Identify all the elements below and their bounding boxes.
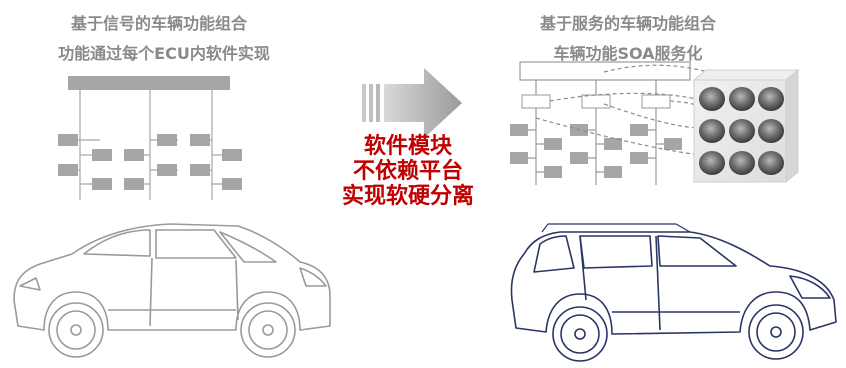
center-caption: 软件模块 不依赖平台 实现软硬分离	[318, 134, 498, 209]
left-ecu-block	[124, 149, 144, 161]
right-ecu-block	[570, 152, 588, 164]
right-gateway-box	[581, 94, 611, 109]
right-arrow-icon	[362, 68, 462, 138]
center-line-3: 实现软硬分离	[341, 184, 474, 209]
left-ecu-block	[92, 178, 112, 190]
suv-car-sketch-icon	[510, 223, 837, 362]
service-cube	[692, 68, 800, 184]
right-ecu-block	[604, 166, 622, 178]
left-ecu-block	[190, 134, 210, 146]
left-title: 基于信号的车辆功能组合	[70, 14, 247, 33]
left-signal-network	[58, 76, 242, 200]
center-line-1: 软件模块	[363, 134, 452, 159]
right-subtitle: 车辆功能SOA服务化	[553, 44, 703, 63]
left-ecu-block	[58, 134, 78, 146]
right-gateway-box	[641, 94, 671, 109]
service-module-spheres	[699, 87, 784, 175]
right-ecu-block	[604, 138, 622, 150]
right-ecu-block	[544, 138, 562, 150]
right-ecu-block	[544, 166, 562, 178]
right-platform-bar	[519, 61, 691, 81]
left-ecu-block	[92, 149, 112, 161]
suv-car-icon	[13, 223, 331, 358]
left-ecu-block	[222, 178, 242, 190]
left-ecu-block	[190, 164, 210, 176]
left-ecu-block	[124, 178, 144, 190]
right-service-network	[510, 61, 691, 185]
right-ecu-block	[630, 152, 648, 164]
right-gateway-box	[521, 94, 551, 109]
left-ecu-block	[58, 164, 78, 176]
left-ecu-block	[157, 134, 177, 146]
right-ecu-block	[630, 124, 648, 136]
right-ecu-block	[510, 152, 528, 164]
left-subtitle: 功能通过每个ECU内软件实现	[58, 44, 270, 63]
right-ecu-block	[664, 138, 682, 150]
right-ecu-block	[510, 124, 528, 136]
left-ecu-block	[157, 164, 177, 176]
right-title: 基于服务的车辆功能组合	[539, 14, 716, 33]
left-bus-bar	[68, 76, 230, 90]
center-line-2: 不依赖平台	[352, 159, 463, 184]
left-ecu-block	[222, 149, 242, 161]
